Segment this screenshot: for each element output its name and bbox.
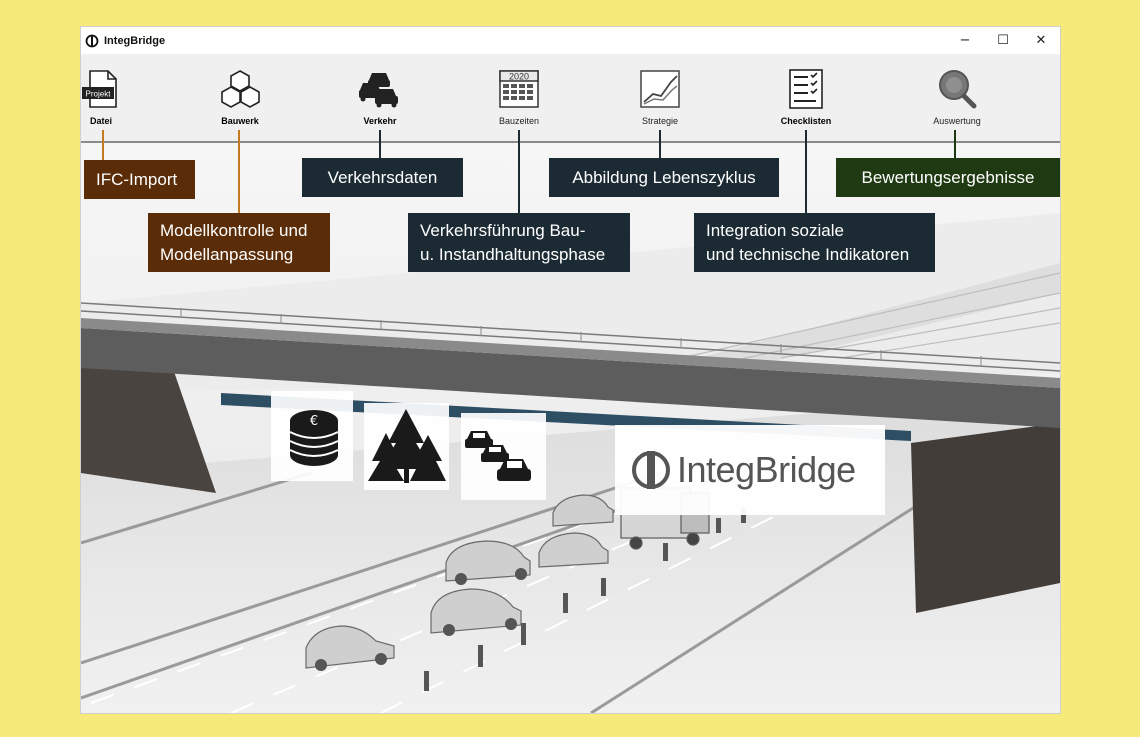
toolbar-button-strategie[interactable]: Strategie — [610, 54, 710, 141]
toolbar-label-verkehr: Verkehr — [363, 116, 397, 126]
toolbar-label-bauzeiten: Bauzeiten — [498, 116, 540, 126]
leader-verkehrsfuehrung — [518, 130, 520, 213]
callout-bewertung-text: Bewertungsergebnisse — [861, 167, 1035, 187]
callout-integration-line1: Integration soziale — [706, 220, 844, 240]
toolbar-button-bauwerk[interactable]: Bauwerk — [190, 54, 290, 141]
project-file-icon: Projekt — [82, 70, 117, 108]
toolbar-label-auswertung: Auswertung — [933, 116, 981, 126]
coins-euro-icon: € — [289, 410, 339, 466]
leader-modellkontrolle — [238, 130, 240, 213]
callout-verkehrsfuehrung: Verkehrsführung Bau- u. Instandhaltungsp… — [408, 213, 630, 272]
window-controls: − ☐ ✕ — [946, 27, 1060, 54]
checklist-icon — [789, 69, 823, 109]
toolbar-label-strategie: Strategie — [641, 116, 679, 126]
magnifier-icon — [939, 70, 977, 109]
leader-bewertung — [954, 130, 956, 160]
leader-ifc-import — [102, 130, 104, 160]
callout-ifc-import: IFC-Import — [84, 160, 195, 199]
callout-modellkontrolle-line1: Modellkontrolle und — [160, 220, 308, 240]
toolbar-button-bauzeiten[interactable]: 2020 Bauzeiten — [469, 54, 569, 141]
maximize-button[interactable]: ☐ — [997, 33, 1009, 48]
callout-modellkontrolle-line2: Modellanpassung — [160, 244, 294, 264]
leader-verkehrsdaten — [379, 130, 381, 160]
toolbar-label-datei: Datei — [89, 116, 112, 126]
toolbar-button-datei[interactable]: Projekt Datei — [81, 54, 151, 141]
banner-tile-trees — [364, 403, 449, 490]
app-logo-icon — [85, 34, 99, 47]
toolbar-label-checklisten: Checklisten — [780, 116, 832, 126]
strategy-chart-icon — [640, 70, 680, 108]
banner-tile-traffic — [461, 413, 546, 500]
brand-banner: IntegBridge — [615, 425, 885, 515]
callout-verkehrsfuehrung-line1: Verkehrsführung Bau- — [420, 220, 586, 240]
callout-verkehrsdaten-text: Verkehrsdaten — [327, 167, 438, 187]
traffic-jam-icon — [465, 431, 531, 481]
trees-icon — [368, 409, 446, 483]
callout-ifc-import-text: IFC-Import — [96, 169, 178, 189]
callout-modellkontrolle: Modellkontrolle und Modellanpassung — [148, 213, 330, 272]
svg-text:€: € — [310, 414, 318, 429]
toolbar-label-bauwerk: Bauwerk — [221, 116, 259, 126]
toolbar-button-verkehr[interactable]: Verkehr — [330, 54, 430, 141]
callout-lebenszyklus-text: Abbildung Lebenszyklus — [572, 167, 756, 187]
brand-wordmark: IntegBridge — [677, 449, 856, 490]
calendar-icon: 2020 — [499, 70, 539, 108]
toolbar-button-auswertung[interactable]: Auswertung — [907, 54, 1007, 141]
traffic-cars-icon — [359, 73, 398, 108]
callout-integration: Integration soziale und technische Indik… — [694, 213, 935, 272]
window-title: IntegBridge — [104, 34, 166, 47]
leader-integration — [805, 130, 807, 213]
callout-verkehrsdaten: Verkehrsdaten — [302, 158, 463, 197]
main-toolbar: Projekt Datei Bauwerk Verk — [81, 54, 1060, 143]
app-window: IntegBridge − ☐ ✕ Projekt Datei Bauwerk — [81, 27, 1060, 713]
banner-tile-coins: € — [271, 391, 353, 481]
svg-text:Projekt: Projekt — [86, 90, 112, 99]
brand-logo-icon — [632, 451, 670, 489]
title-bar: IntegBridge − ☐ ✕ — [81, 27, 1060, 54]
toolbar-button-checklisten[interactable]: Checklisten — [756, 54, 856, 141]
callout-integration-line2: und technische Indikatoren — [706, 244, 910, 264]
leader-lebenszyklus — [659, 130, 661, 160]
callout-lebenszyklus: Abbildung Lebenszyklus — [549, 158, 779, 197]
minimize-button[interactable]: − — [959, 33, 971, 48]
close-button[interactable]: ✕ — [1035, 33, 1047, 48]
hexagons-icon — [221, 70, 260, 108]
svg-text:2020: 2020 — [509, 72, 529, 82]
callout-verkehrsfuehrung-line2: u. Instandhaltungsphase — [420, 244, 606, 264]
callout-bewertung: Bewertungsergebnisse — [836, 158, 1060, 197]
